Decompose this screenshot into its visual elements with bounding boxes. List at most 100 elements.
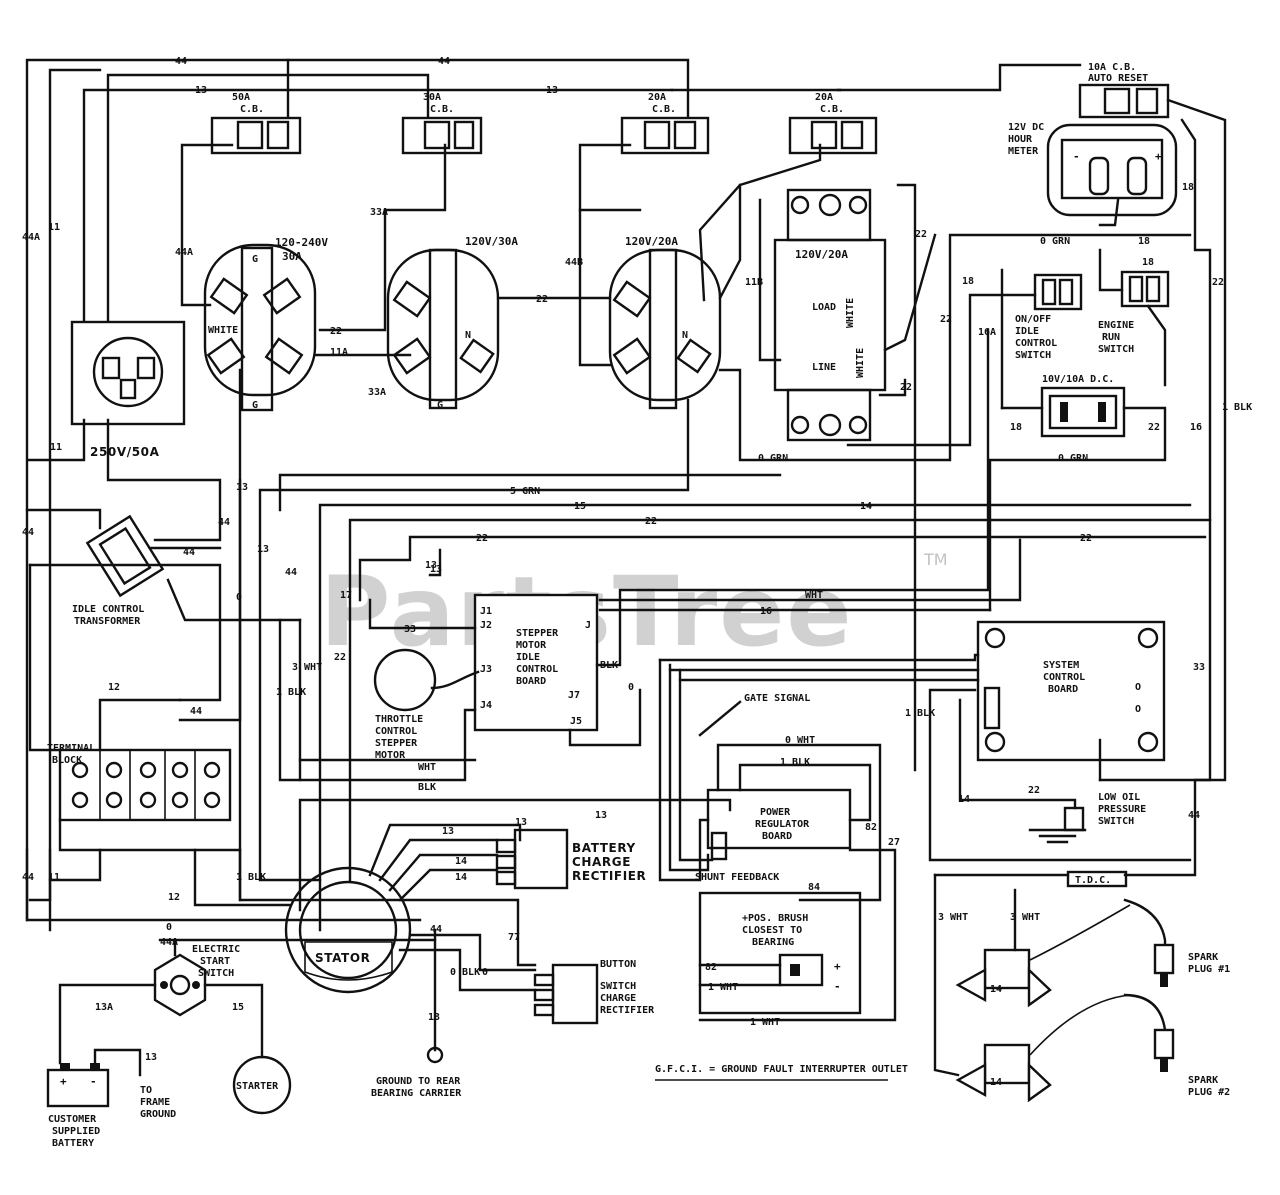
svg-text:ENGINE: ENGINE (1098, 320, 1134, 331)
customer-battery: + - CUSTOMER SUPPLIED BATTERY (46, 1063, 110, 1149)
svg-text:THROTTLE: THROTTLE (375, 714, 423, 725)
svg-text:20A: 20A (648, 92, 666, 103)
svg-text:33A: 33A (368, 387, 386, 398)
svg-text:WHT: WHT (418, 762, 436, 773)
svg-text:MOTOR: MOTOR (516, 640, 547, 651)
svg-text:1 BLK: 1 BLK (905, 708, 935, 719)
receptacle-250v-50a: 250V/50A (70, 320, 186, 459)
svg-text:LOAD: LOAD (812, 302, 836, 313)
svg-text:44: 44 (175, 56, 187, 67)
hour-meter: - + 12V DC HOUR METER 18 (1008, 122, 1194, 217)
svg-text:22: 22 (915, 229, 927, 240)
svg-text:G: G (252, 400, 258, 411)
top-bus-wires (25, 58, 1082, 932)
svg-text:HOUR: HOUR (1008, 134, 1033, 145)
svg-text:22: 22 (476, 533, 488, 544)
svg-text:O: O (1135, 682, 1141, 693)
svg-text:WHITE: WHITE (845, 298, 856, 328)
svg-text:18: 18 (1182, 182, 1194, 193)
svg-text:16: 16 (1190, 422, 1202, 433)
svg-text:22: 22 (645, 516, 657, 527)
receptacle-120v-20a: N 120V/20A (608, 235, 722, 410)
breaker-50a: 50A C.B. (210, 92, 302, 155)
fuse-10a-dc: 10V/10A D.C. (1040, 374, 1126, 438)
svg-text:0 GRN: 0 GRN (758, 453, 788, 464)
svg-text:44: 44 (438, 56, 450, 67)
terminal-block: TERMINAL BLOCK (47, 743, 232, 822)
spark-plug-1: SPARK PLUG #1 (1123, 898, 1230, 987)
svg-text:SWITCH: SWITCH (1015, 350, 1051, 361)
svg-text:J3: J3 (480, 664, 492, 675)
svg-text:REGULATOR: REGULATOR (755, 819, 810, 830)
svg-text:13: 13 (442, 826, 454, 837)
svg-text:+POS. BRUSH: +POS. BRUSH (742, 913, 808, 924)
svg-text:BLK: BLK (600, 660, 618, 671)
svg-text:LINE: LINE (812, 362, 836, 373)
svg-text:TRANSFORMER: TRANSFORMER (74, 616, 141, 627)
svg-text:BEARING: BEARING (752, 937, 794, 948)
svg-text:44: 44 (430, 924, 442, 935)
svg-text:13: 13 (425, 560, 437, 571)
svg-text:13: 13 (595, 810, 607, 821)
shunt-feedback-label: SHUNT FEEDBACK (695, 872, 779, 883)
breaker-20a-a: 20A C.B. (620, 92, 710, 155)
svg-text:13: 13 (546, 85, 558, 96)
svg-text:IDLE: IDLE (1015, 326, 1039, 337)
svg-text:STARTER: STARTER (236, 1081, 279, 1092)
svg-text:11: 11 (48, 872, 60, 883)
engine-run-switch: ENGINE RUN SWITCH (1098, 270, 1170, 355)
svg-text:+: + (834, 960, 841, 973)
breaker-20a-b: 20A C.B. (788, 92, 878, 155)
power-regulator-board: POWER REGULATOR BOARD (706, 788, 852, 861)
svg-text:WHITE: WHITE (208, 325, 238, 336)
svg-text:82: 82 (865, 822, 877, 833)
svg-text:BLOCK: BLOCK (52, 755, 82, 766)
svg-text:44A: 44A (160, 937, 178, 948)
svg-text:C.B.: C.B. (430, 104, 454, 115)
svg-text:5 GRN: 5 GRN (510, 486, 540, 497)
svg-text:CONTROL: CONTROL (1015, 338, 1057, 349)
wiring-lines (25, 98, 1227, 1077)
svg-text:CHARGE: CHARGE (600, 993, 636, 1004)
stator: STATOR (284, 866, 412, 994)
svg-text:10A C.B.: 10A C.B. (1088, 62, 1136, 73)
svg-text:16: 16 (760, 606, 772, 617)
svg-text:WHT: WHT (805, 590, 823, 601)
svg-text:13: 13 (257, 544, 269, 555)
svg-text:METER: METER (1008, 146, 1039, 157)
svg-text:RUN: RUN (1102, 332, 1120, 343)
svg-text:IDLE CONTROL: IDLE CONTROL (72, 604, 144, 615)
svg-text:BUTTON: BUTTON (600, 959, 636, 970)
svg-text:20A: 20A (815, 92, 833, 103)
svg-text:18: 18 (962, 276, 974, 287)
svg-text:14: 14 (455, 856, 467, 867)
svg-text:22: 22 (1212, 277, 1224, 288)
svg-text:BATTERY: BATTERY (52, 1138, 94, 1149)
svg-text:BOARD: BOARD (1048, 684, 1078, 695)
to-frame-ground: TO (140, 1085, 152, 1096)
battery-charge-rectifier: BATTERY CHARGE RECTIFIER (495, 828, 646, 890)
svg-text:BEARING CARRIER: BEARING CARRIER (371, 1088, 462, 1099)
svg-text:13: 13 (195, 85, 207, 96)
svg-text:LOW OIL: LOW OIL (1098, 792, 1140, 803)
svg-text:14: 14 (990, 1077, 1002, 1088)
svg-text:START: START (200, 956, 230, 967)
svg-text:120V/20A: 120V/20A (795, 248, 848, 261)
svg-text:82: 82 (705, 962, 717, 973)
svg-text:ELECTRIC: ELECTRIC (192, 944, 240, 955)
svg-text:0 BLK: 0 BLK (450, 967, 480, 978)
svg-text:22: 22 (900, 382, 912, 393)
gate-signal-label: GATE SIGNAL (744, 693, 810, 704)
svg-text:FRAME: FRAME (140, 1097, 170, 1108)
svg-text:15: 15 (232, 1002, 244, 1013)
svg-text:J5: J5 (570, 716, 582, 727)
svg-text:11B: 11B (745, 277, 763, 288)
svg-text:RECTIFIER: RECTIFIER (572, 869, 646, 883)
svg-text:13A: 13A (95, 1002, 113, 1013)
svg-text:11A: 11A (330, 347, 348, 358)
svg-text:CUSTOMER: CUSTOMER (48, 1114, 97, 1125)
system-control-board: SYSTEM CONTROL BOARD O O (976, 620, 1166, 762)
svg-text:33A: 33A (370, 207, 388, 218)
svg-text:SWITCH: SWITCH (1098, 344, 1134, 355)
svg-text:27: 27 (888, 837, 900, 848)
